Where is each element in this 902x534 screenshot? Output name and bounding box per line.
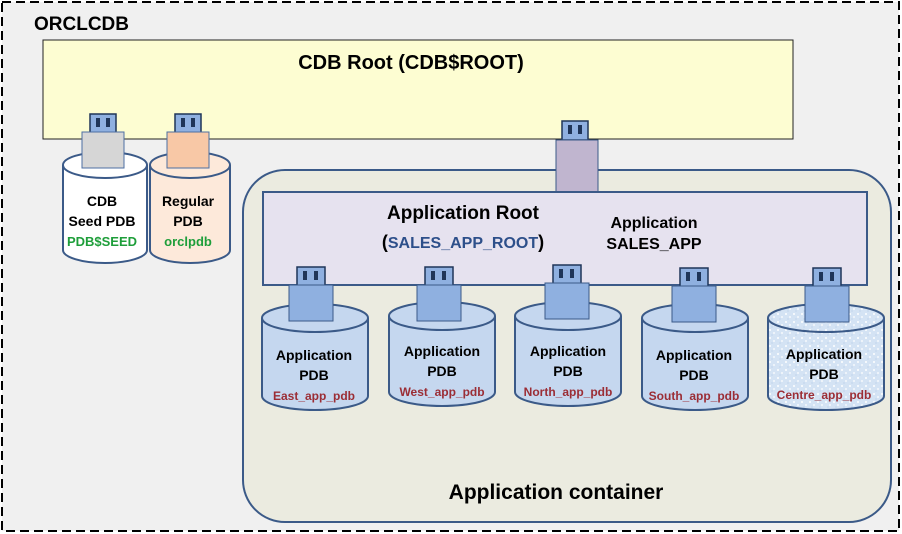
- app-pdb-south: Application PDB South_app_pdb: [641, 267, 749, 411]
- app-pdb-west-name: West_app_pdb: [399, 385, 484, 399]
- app-pdb-west-line1: Application: [404, 343, 480, 359]
- app-pdb-north-plug-icon: [552, 264, 582, 286]
- app-pdb-north-plug-body: [544, 282, 590, 320]
- app-root-plug-icon: [555, 120, 599, 193]
- application-root-name-line: (SALES_APP_ROOT): [382, 232, 544, 252]
- app-pdb-south-plug-body: [671, 285, 717, 323]
- app-pdb-west-line2: PDB: [427, 363, 457, 379]
- app-pdb-east-plug-icon: [296, 266, 326, 288]
- app-pdb-centre: Application PDB Centre_app_pdb: [767, 267, 885, 411]
- app-pdb-east-cylinder: [261, 318, 369, 411]
- seed-pdb-line1: CDB: [87, 193, 117, 209]
- application-container-label: Application container: [449, 481, 664, 504]
- app-pdb-south-name: South_app_pdb: [649, 389, 740, 403]
- root-close-paren: ): [538, 232, 544, 252]
- application-root-title: Application Root: [387, 203, 540, 224]
- regular-pdb-plug-icon: [174, 113, 202, 135]
- regular-pdb-line2: PDB: [173, 213, 203, 229]
- app-pdb-west-plug-body: [416, 284, 462, 322]
- seed-pdb-plug-body: [81, 131, 125, 169]
- app-pdb-north: Application PDB North_app_pdb: [514, 264, 622, 407]
- seed-pdb-name: PDB$SEED: [67, 234, 137, 249]
- app-pdb-west: Application PDB West_app_pdb: [388, 266, 496, 407]
- app-pdb-north-line1: Application: [530, 343, 606, 359]
- cdb-root-label: CDB Root (CDB$ROOT): [298, 52, 524, 74]
- seed-pdb: CDB Seed PDB PDB$SEED: [62, 113, 148, 264]
- app-pdb-east-line1: Application: [276, 347, 352, 363]
- seed-pdb-plug-icon: [89, 113, 117, 135]
- app-pdb-south-plug-icon: [679, 267, 709, 289]
- app-pdb-west-cylinder: [388, 316, 496, 407]
- regular-pdb-plug-body: [166, 131, 210, 169]
- application-name-line1: Application: [610, 215, 697, 232]
- app-pdb-centre-line2: PDB: [809, 366, 839, 382]
- seed-pdb-line2: Seed PDB: [69, 213, 136, 229]
- cdb-root-box: [42, 39, 794, 140]
- regular-pdb-cylinder: [149, 165, 231, 264]
- app-pdb-west-plug-icon: [424, 266, 454, 288]
- app-pdb-north-name: North_app_pdb: [524, 385, 613, 399]
- app-pdb-south-cylinder: [641, 318, 749, 411]
- app-pdb-east-name: East_app_pdb: [273, 389, 355, 403]
- app-pdb-east-line2: PDB: [299, 367, 329, 383]
- regular-pdb-line1: Regular: [162, 193, 215, 209]
- regular-pdb: Regular PDB orclpdb: [149, 113, 231, 264]
- app-pdb-east-plug-body: [288, 284, 334, 322]
- app-pdb-north-line2: PDB: [553, 363, 583, 379]
- seed-pdb-cylinder: [62, 165, 148, 264]
- application-name-line2: SALES_APP: [606, 236, 701, 253]
- application-root-name: SALES_APP_ROOT: [388, 235, 538, 252]
- regular-pdb-name: orclpdb: [164, 234, 212, 249]
- app-pdb-north-cylinder: [514, 316, 622, 407]
- app-pdb-south-line2: PDB: [679, 367, 709, 383]
- app-pdb-centre-cylinder: [767, 318, 885, 411]
- app-pdb-east: Application PDB East_app_pdb: [261, 266, 369, 411]
- cdb-name: ORCLCDB: [34, 14, 129, 35]
- root-open-paren: (: [382, 232, 388, 252]
- app-pdb-centre-plug-body: [804, 285, 850, 323]
- app-pdb-centre-name: Centre_app_pdb: [777, 388, 872, 402]
- app-pdb-south-line1: Application: [656, 347, 732, 363]
- app-pdb-centre-line1: Application: [786, 346, 862, 362]
- app-pdb-centre-plug-icon: [812, 267, 842, 289]
